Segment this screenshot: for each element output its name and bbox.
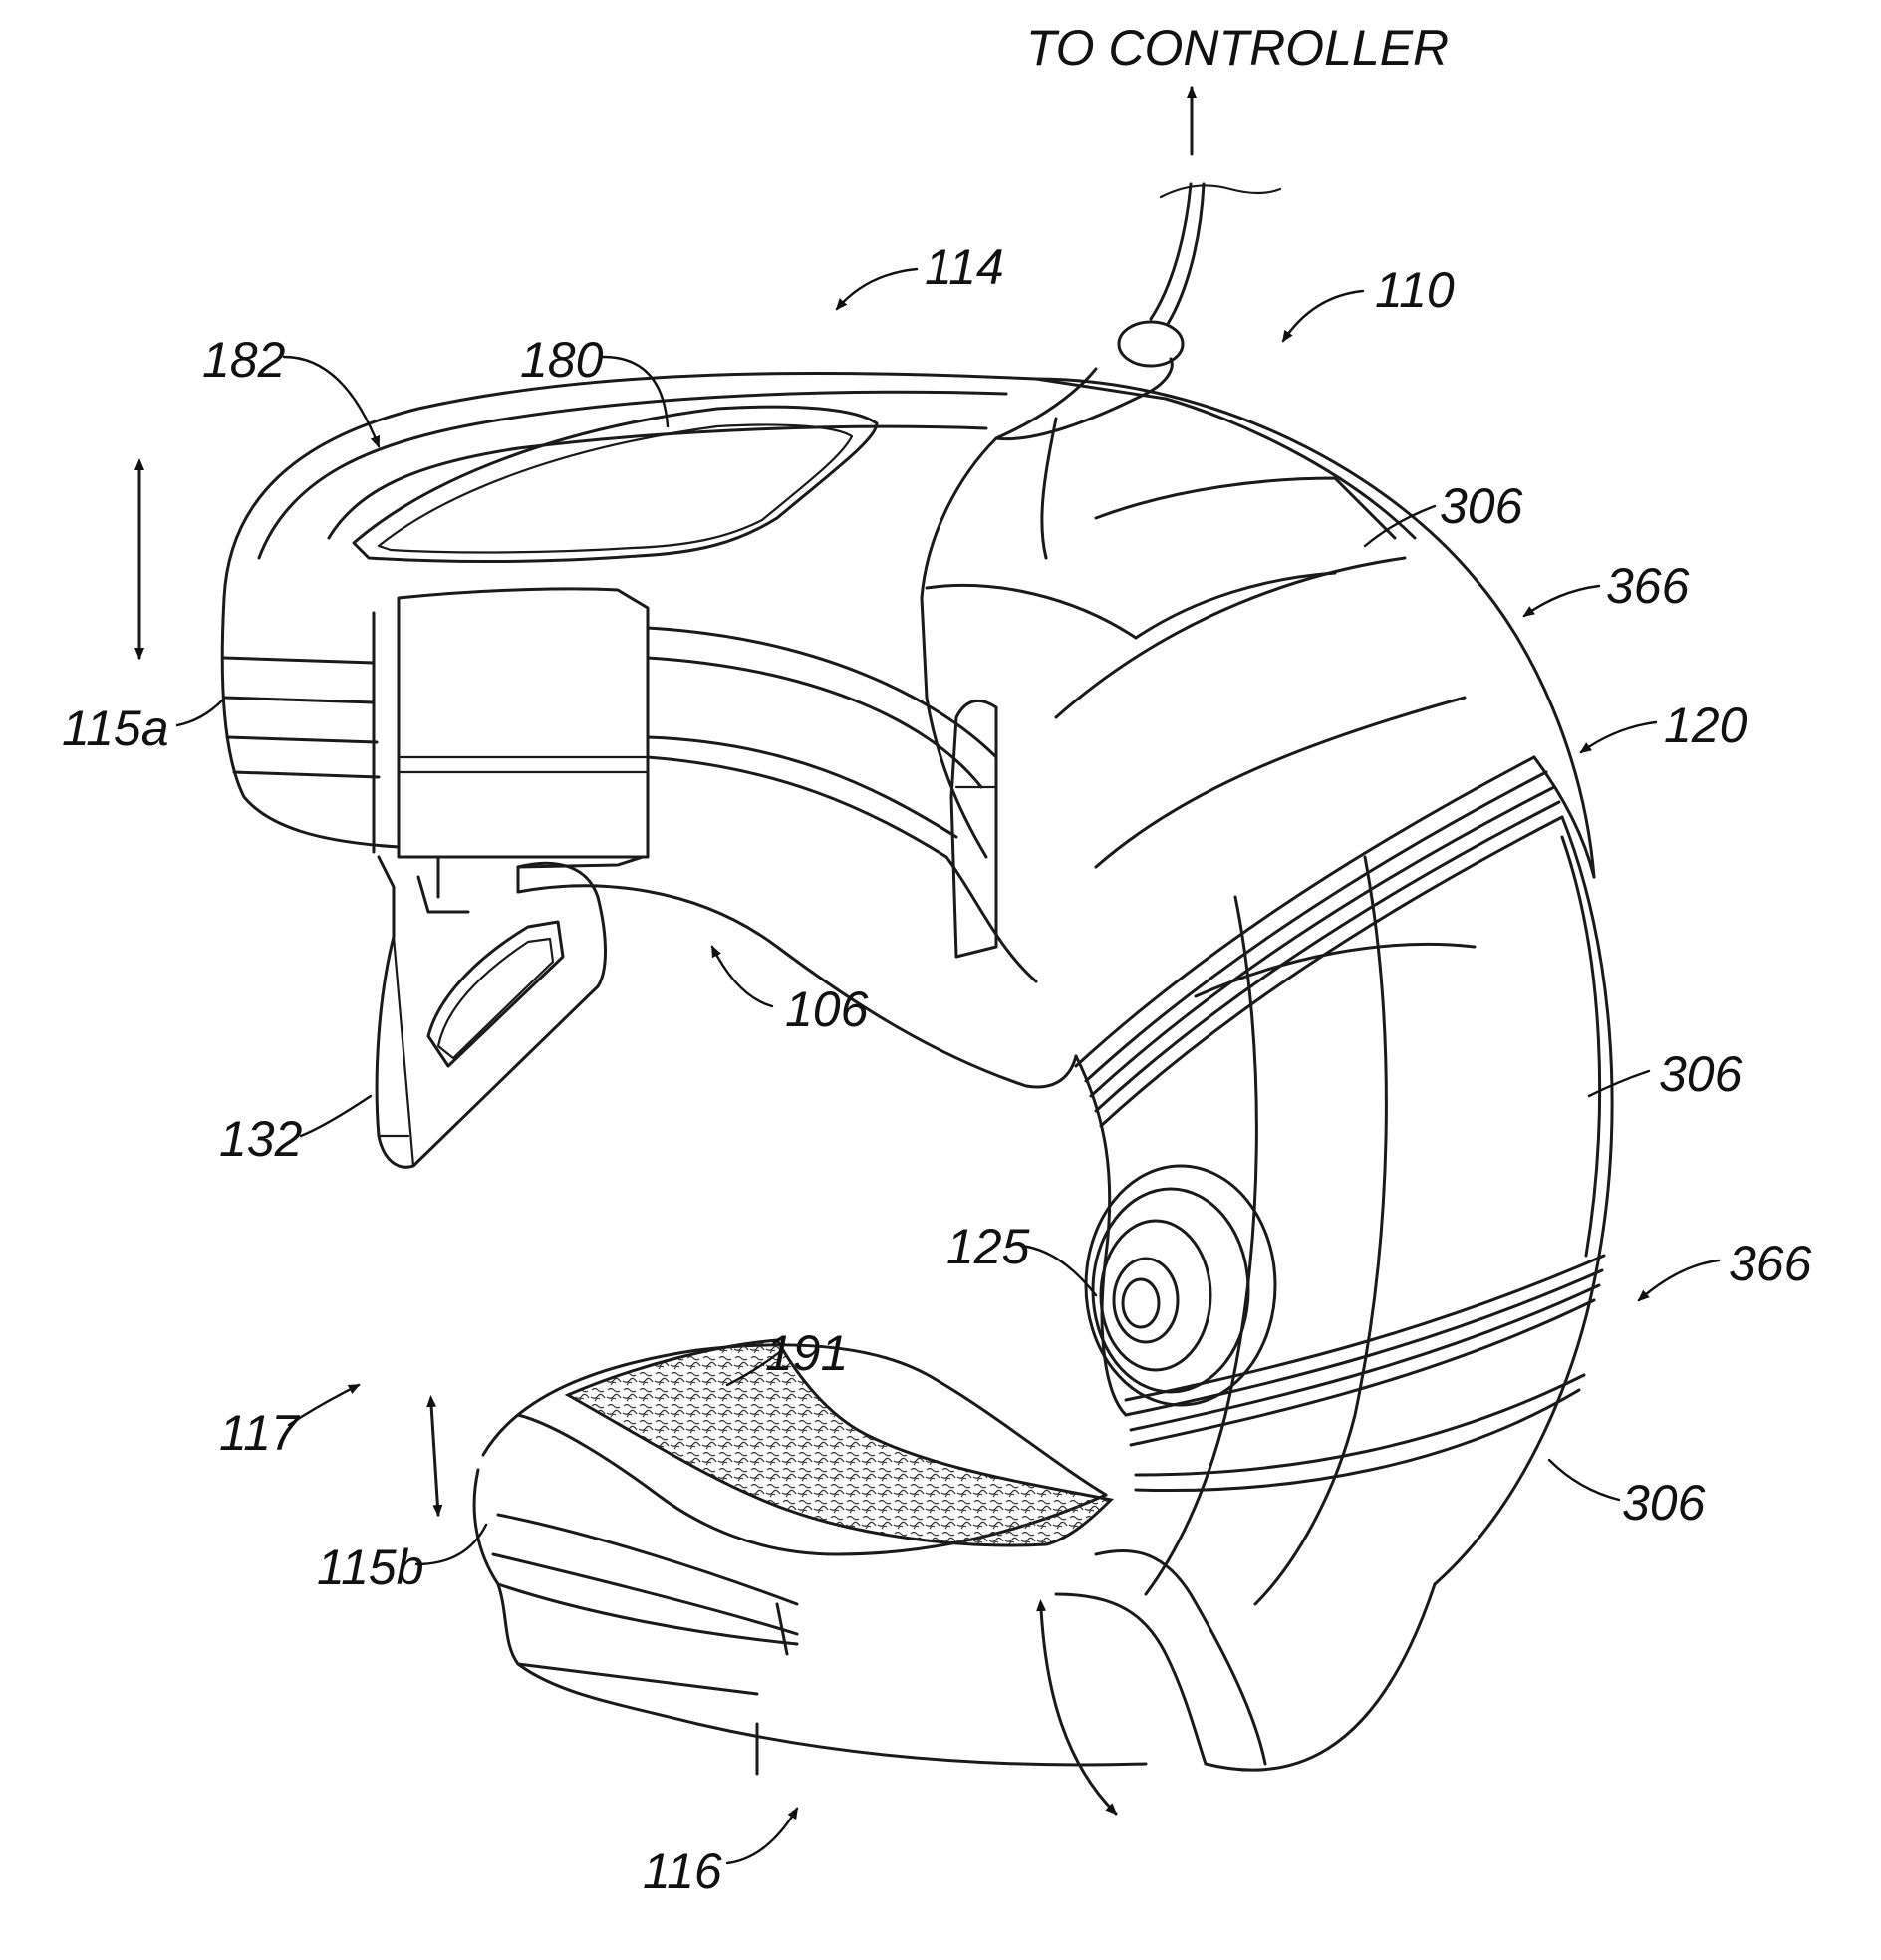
label-116: 116 <box>643 1843 722 1899</box>
upper-window-frame <box>399 589 648 857</box>
label-114: 114 <box>925 239 1004 295</box>
label-115b: 115b <box>317 1540 424 1595</box>
label-132: 132 <box>219 1111 303 1167</box>
reference-labels: TO CONTROLLER 114 110 182 180 306 366 12… <box>62 20 1812 1899</box>
label-to-controller: TO CONTROLLER <box>1026 20 1449 76</box>
double-arrow-icon <box>431 1405 438 1515</box>
curved-double-arrow-icon <box>1041 1609 1116 1814</box>
label-191: 191 <box>765 1325 848 1381</box>
hinge-body <box>922 379 1612 1604</box>
upper-housing <box>222 373 1166 1087</box>
cable <box>1151 184 1191 319</box>
label-306-middle: 306 <box>1659 1046 1743 1102</box>
pivot-knob <box>1086 1166 1275 1405</box>
lever-132 <box>377 863 605 1167</box>
label-120: 120 <box>1664 698 1747 753</box>
label-117: 117 <box>219 1405 301 1461</box>
label-306-upper: 306 <box>1440 478 1523 534</box>
label-106: 106 <box>785 981 869 1037</box>
label-180: 180 <box>520 332 604 388</box>
label-115a: 115a <box>62 700 169 756</box>
controller-cable <box>996 88 1280 439</box>
side-slot <box>951 700 996 957</box>
cable-strain-relief <box>1119 322 1183 366</box>
label-306-lower: 306 <box>1622 1475 1706 1531</box>
label-366-lower: 366 <box>1729 1236 1812 1291</box>
lower-jaw <box>474 1340 1435 1774</box>
label-125: 125 <box>946 1219 1030 1274</box>
cable-break-mark <box>1161 185 1280 197</box>
label-366-upper: 366 <box>1606 558 1690 614</box>
display-window <box>354 407 877 561</box>
label-182: 182 <box>202 332 286 388</box>
label-110: 110 <box>1375 262 1455 318</box>
